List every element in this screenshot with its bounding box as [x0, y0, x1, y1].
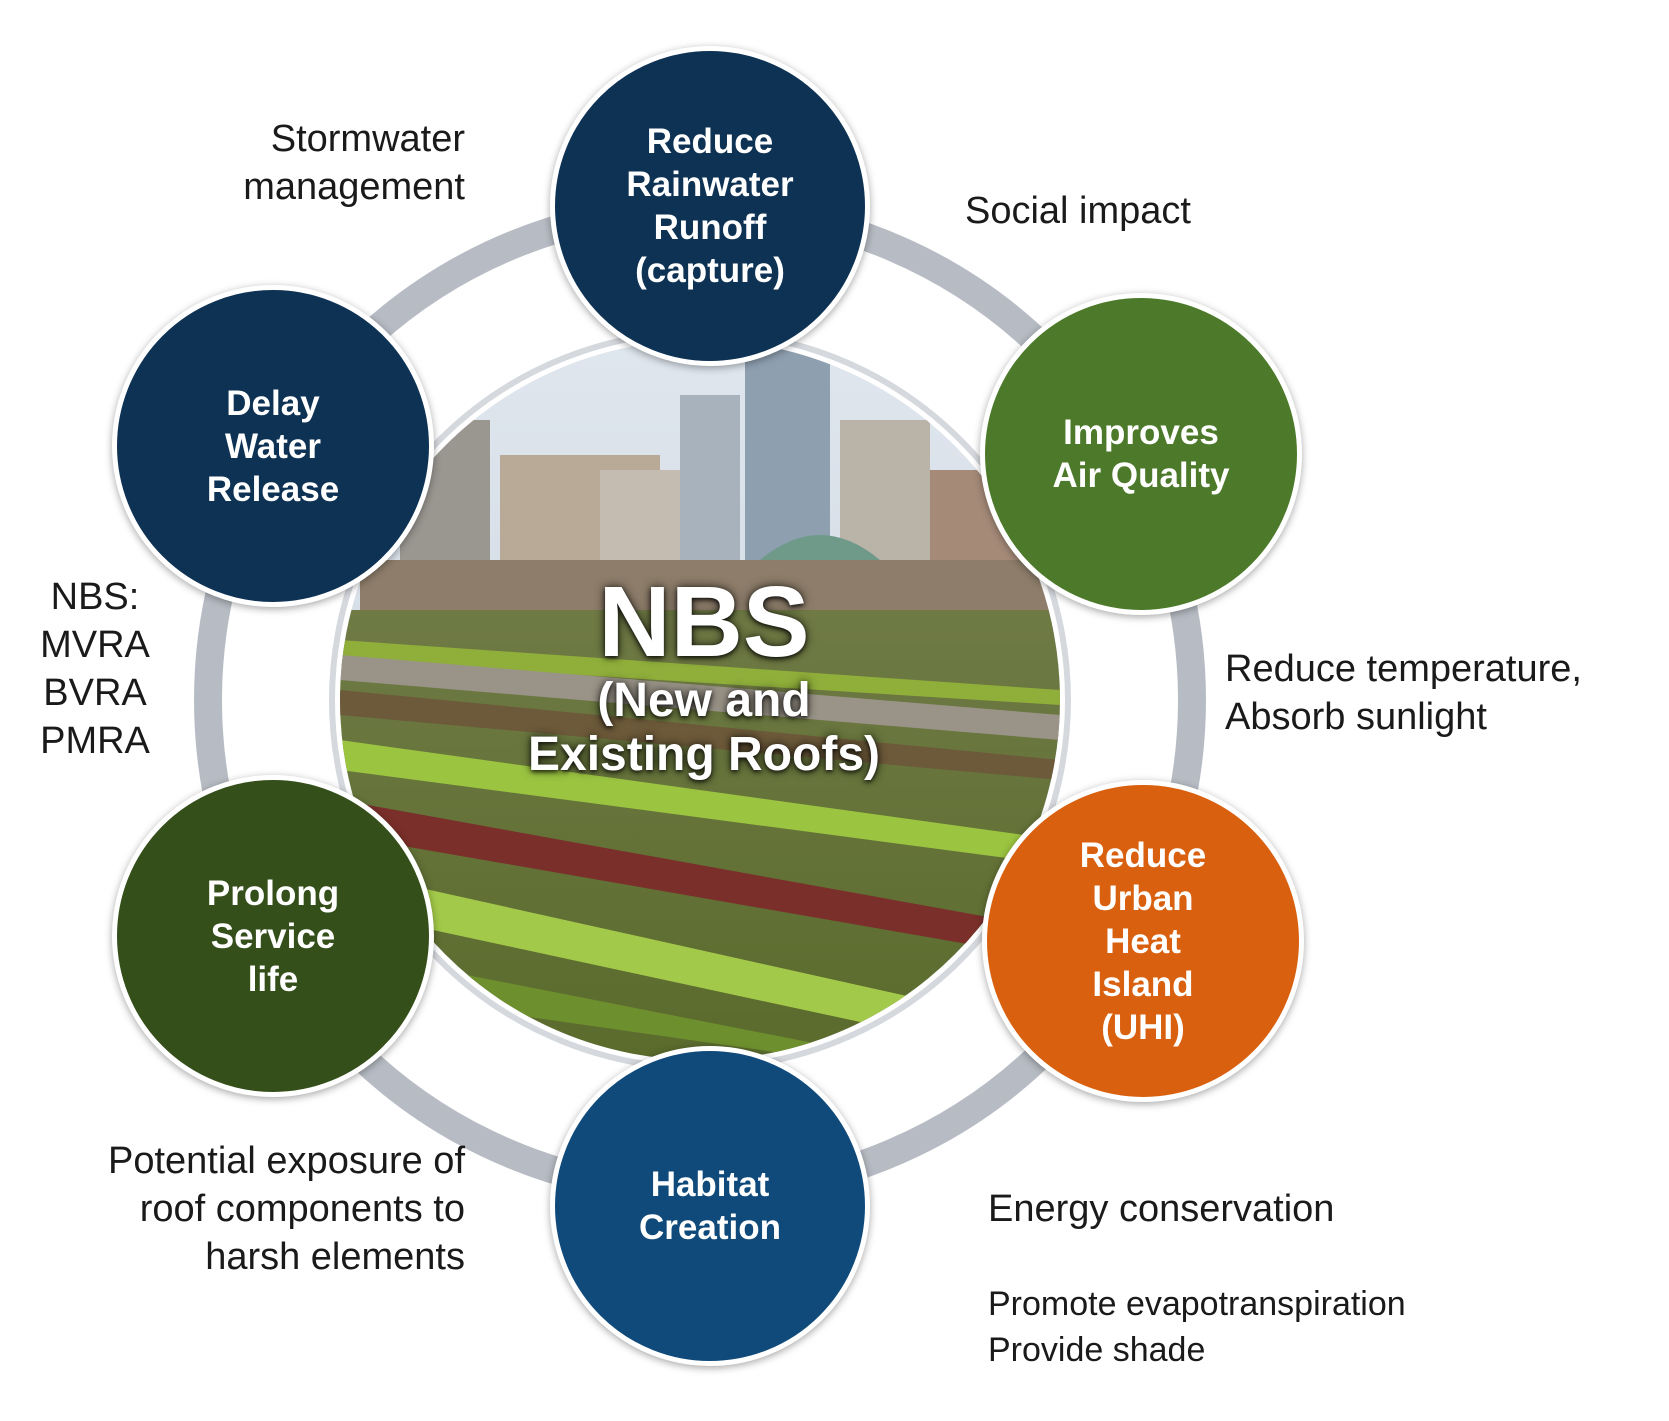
- node-label: Habitat Creation: [639, 1165, 781, 1247]
- center-title: NBS: [598, 566, 810, 678]
- connecting-ring: [194, 194, 1206, 1206]
- node-habitat-creation: Habitat Creation: [550, 1046, 870, 1366]
- crop-row: [340, 740, 1060, 865]
- node-reduce-rainwater-runoff: Reduce Rainwater Runoff (capture): [550, 46, 870, 366]
- nbs-diagram: Reduce Rainwater Runoff (capture) Improv…: [40, 46, 1582, 1369]
- node-label: Reduce Rainwater Runoff (capture): [626, 122, 794, 290]
- node-delay-water-release: Delay Water Release: [112, 285, 434, 607]
- note-energy-title: Energy conservation: [988, 1188, 1335, 1230]
- note-stormwater-management: Stormwater management: [243, 118, 465, 208]
- note-potential-exposure: Potential exposure of roof components to…: [107, 1140, 465, 1278]
- node-reduce-urban-heat-island: Reduce Urban Heat Island (UHI): [982, 780, 1304, 1102]
- crop-row: [340, 800, 1060, 960]
- crop-row: [340, 690, 1060, 780]
- green-roof-dome: [760, 535, 880, 560]
- node-label: Prolong Service life: [206, 873, 340, 999]
- note-energy-conservation: Energy conservation Promote evapotranspi…: [988, 1137, 1508, 1421]
- node-prolong-service-life: Prolong Service life: [112, 775, 434, 1097]
- note-social-impact: Social impact: [965, 190, 1191, 232]
- note-reduce-temperature: Reduce temperature, Absorb sunlight: [1225, 648, 1582, 738]
- node-improves-air-quality: Improves Air Quality: [980, 293, 1302, 615]
- walkway: [340, 655, 1060, 740]
- crop-row: [340, 640, 1060, 705]
- center-label: NBS (New and Existing Roofs): [454, 570, 954, 782]
- crop-row: [340, 950, 900, 1060]
- node-label: Delay Water Release: [206, 383, 340, 509]
- node-label: Improves Air Quality: [1052, 413, 1230, 495]
- note-nbs-list: NBS: MVRA BVRA PMRA: [40, 576, 150, 762]
- center-subtitle: (New and Existing Roofs): [527, 674, 880, 781]
- node-label: Reduce Urban Heat Island (UHI): [1079, 835, 1207, 1047]
- note-energy-detail: Promote evapotranspiration Provide shade: [988, 1285, 1406, 1369]
